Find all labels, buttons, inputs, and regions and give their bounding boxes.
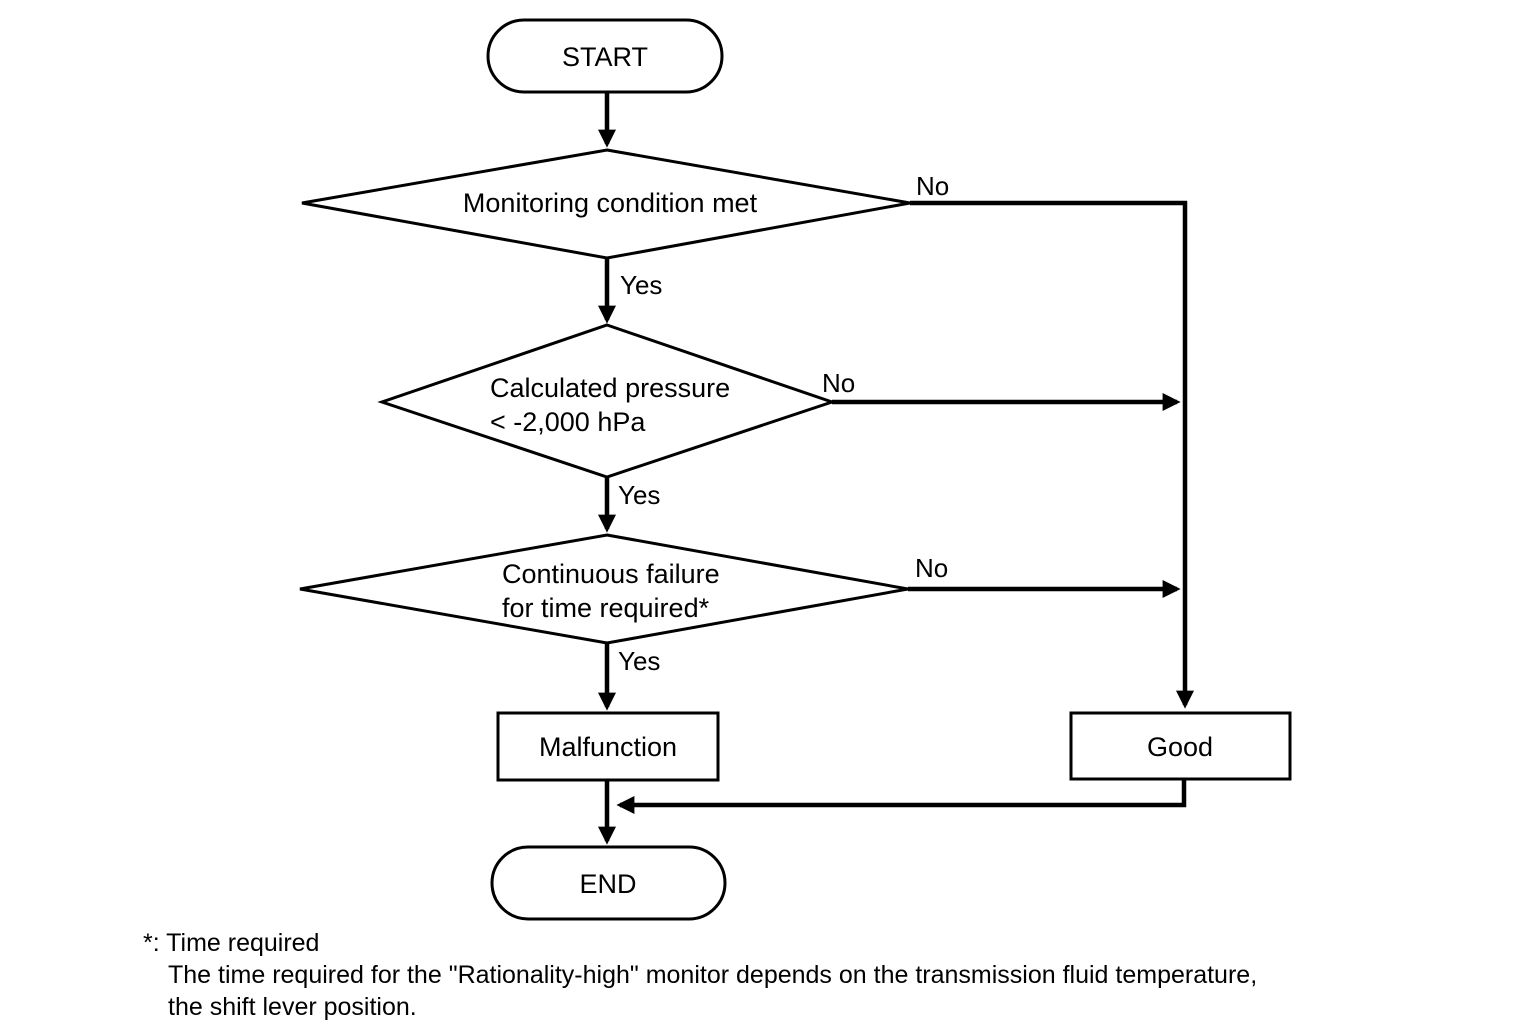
edge-label-yes3: Yes	[618, 646, 660, 676]
decision1-node	[301, 148, 911, 260]
arrow-good-to-merge-junction	[616, 779, 1187, 814]
edge-label-no2: No	[822, 368, 855, 398]
footnote-line2: The time required for the "Rationality-h…	[168, 961, 1257, 989]
decision1-label: Monitoring condition met	[463, 188, 758, 218]
footnote-line1: *: Time required	[143, 929, 319, 957]
edge-label-yes1: Yes	[620, 270, 662, 300]
edge-label-yes2: Yes	[618, 480, 660, 510]
malfunction-node	[496, 711, 720, 782]
decision3-node	[299, 533, 909, 645]
decision2-label-line2: < -2,000 hPa	[490, 407, 646, 437]
end-node-label: END	[579, 869, 636, 899]
decision3-label-line2: for time required*	[502, 593, 710, 623]
edge-label-no3: No	[915, 553, 948, 583]
start-node-label: START	[562, 42, 648, 72]
decision2-node	[377, 323, 837, 479]
good-node	[1069, 711, 1292, 781]
footnote-line3: the shift lever position.	[168, 993, 417, 1021]
start-node	[486, 18, 724, 94]
good-label: Good	[1147, 732, 1213, 762]
arrow-no-branch-decision1-to-good	[910, 200, 1194, 709]
malfunction-label: Malfunction	[539, 732, 677, 762]
edge-label-no1: No	[916, 171, 949, 201]
decision2-label-line1: Calculated pressure	[490, 373, 730, 403]
end-node	[490, 845, 727, 921]
decision3-label-line1: Continuous failure	[502, 559, 720, 589]
